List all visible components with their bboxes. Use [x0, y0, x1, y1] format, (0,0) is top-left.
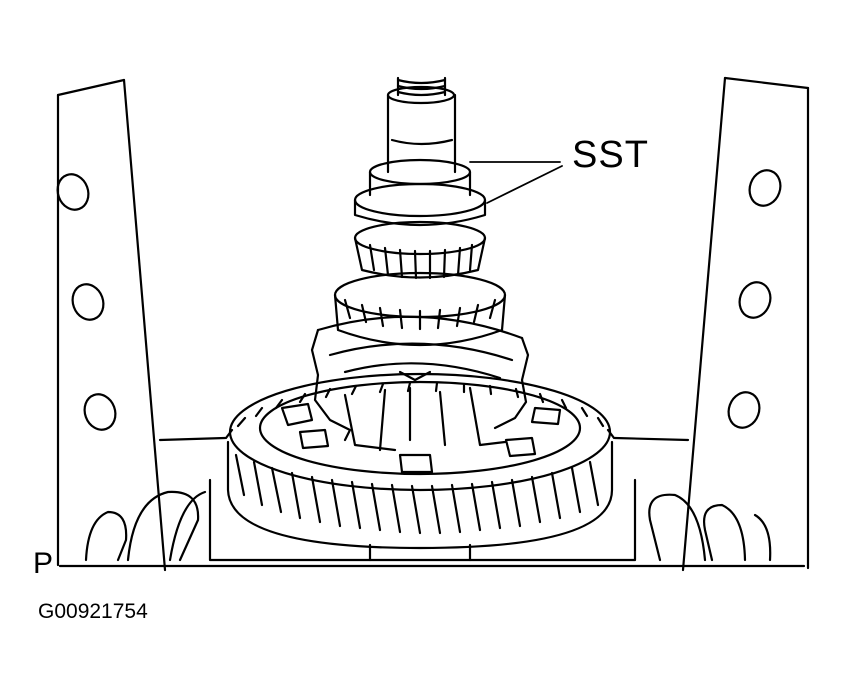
press-bed: [58, 436, 806, 568]
press-frame-right-holes: [727, 169, 782, 429]
press-frame-right: [681, 76, 810, 572]
leader-lines: [59, 161, 563, 567]
press-frame-left-holes: [56, 173, 117, 431]
press-ram: [396, 76, 447, 97]
sst-label: SST: [572, 134, 649, 176]
sst-tool: [353, 85, 487, 227]
figure-id: G00921754: [38, 600, 148, 623]
p-label: P: [33, 547, 54, 580]
press-frame-left: [56, 78, 167, 572]
differential-case: [310, 315, 530, 452]
ring-gear: [224, 372, 616, 550]
tapered-bearing: [353, 220, 487, 280]
bed-rollers: [84, 490, 772, 562]
side-gear: [333, 271, 507, 347]
ring-gear-bolts: [280, 402, 562, 474]
